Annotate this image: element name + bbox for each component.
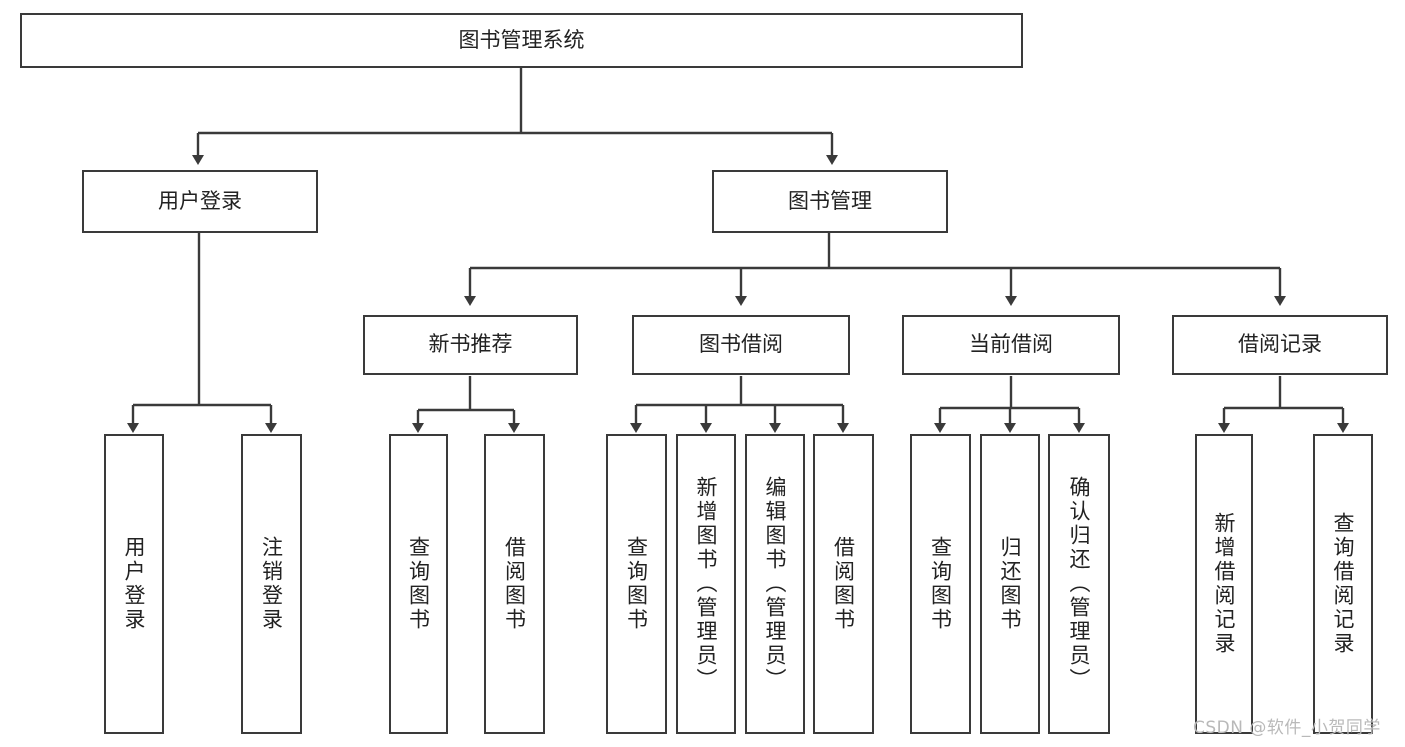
- node-label: 新增图书（管理员）: [694, 476, 719, 692]
- node-label: 用户登录: [122, 536, 147, 632]
- node-current-borrow[interactable]: 当前借阅: [902, 315, 1120, 375]
- leaf-add-borrow-record[interactable]: 新增借阅记录: [1195, 434, 1253, 734]
- leaf-borrow-book-recommend[interactable]: 借阅图书: [484, 434, 545, 734]
- leaf-user-login[interactable]: 用户登录: [104, 434, 164, 734]
- node-label: 图书管理: [788, 188, 872, 213]
- node-label: 新增借阅记录: [1212, 512, 1237, 656]
- node-label: 确认归还（管理员）: [1067, 476, 1092, 692]
- node-label: 查询图书: [406, 536, 431, 632]
- leaf-edit-book-admin[interactable]: 编辑图书（管理员）: [745, 434, 805, 734]
- node-user-login[interactable]: 用户登录: [82, 170, 318, 233]
- leaf-add-book-admin[interactable]: 新增图书（管理员）: [676, 434, 736, 734]
- node-label: 当前借阅: [969, 332, 1053, 357]
- leaf-borrow-book[interactable]: 借阅图书: [813, 434, 874, 734]
- node-borrow-record[interactable]: 借阅记录: [1172, 315, 1388, 375]
- leaf-query-book-borrow[interactable]: 查询图书: [606, 434, 667, 734]
- leaf-user-logout[interactable]: 注销登录: [241, 434, 302, 734]
- node-book-borrow[interactable]: 图书借阅: [632, 315, 850, 375]
- node-new-book-recommend[interactable]: 新书推荐: [363, 315, 578, 375]
- node-label: 借阅图书: [831, 536, 856, 632]
- node-label: 编辑图书（管理员）: [763, 476, 788, 692]
- leaf-return-book[interactable]: 归还图书: [980, 434, 1040, 734]
- node-label: 新书推荐: [428, 332, 513, 357]
- leaf-query-book-recommend[interactable]: 查询图书: [389, 434, 448, 734]
- node-label: 查询借阅记录: [1331, 512, 1356, 656]
- leaf-query-book-current[interactable]: 查询图书: [910, 434, 971, 734]
- node-label: 借阅记录: [1238, 332, 1322, 357]
- leaf-confirm-return-admin[interactable]: 确认归还（管理员）: [1048, 434, 1110, 734]
- node-label: 归还图书: [998, 536, 1023, 632]
- node-root-system[interactable]: 图书管理系统: [20, 13, 1023, 68]
- node-label: 查询图书: [624, 536, 649, 632]
- node-label: 用户登录: [158, 188, 242, 213]
- node-label: 图书借阅: [699, 332, 783, 357]
- node-label: 查询图书: [928, 536, 953, 632]
- node-book-management[interactable]: 图书管理: [712, 170, 948, 233]
- leaf-query-borrow-record[interactable]: 查询借阅记录: [1313, 434, 1373, 734]
- watermark-text: CSDN @软件_小贺同学: [1193, 718, 1381, 738]
- node-label: 注销登录: [259, 536, 284, 632]
- node-label: 图书管理系统: [458, 27, 585, 52]
- node-label: 借阅图书: [502, 536, 527, 632]
